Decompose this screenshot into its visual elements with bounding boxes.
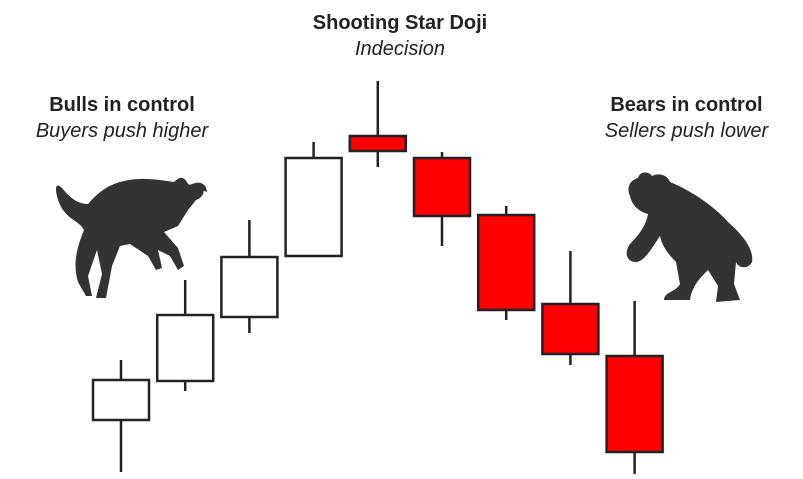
candle-8 xyxy=(541,251,600,365)
candle-6 xyxy=(412,152,472,246)
bull-horn xyxy=(188,182,207,192)
bull-body xyxy=(55,177,204,298)
candle-body xyxy=(91,378,151,422)
candle-body xyxy=(155,313,215,383)
bear-icon xyxy=(626,172,753,302)
bears-subtitle: Sellers push lower xyxy=(604,120,769,142)
bulls-title: Bulls in control xyxy=(49,94,195,116)
bull-icon xyxy=(55,177,207,298)
bears-caption: Bears in control Sellers push lower xyxy=(570,92,803,144)
candle-body xyxy=(284,156,343,258)
candle-2 xyxy=(155,280,215,391)
candle-5 xyxy=(348,81,408,167)
candle-7 xyxy=(476,206,536,320)
candle-body xyxy=(220,255,279,319)
candle-body xyxy=(412,156,472,218)
candle-body xyxy=(348,134,408,153)
bulls-subtitle: Buyers push higher xyxy=(35,120,209,142)
candlestick-sequence xyxy=(91,81,664,474)
bulls-caption: Bulls in control Buyers push higher xyxy=(0,92,244,144)
doji-title: Shooting Star Doji xyxy=(312,12,488,34)
candle-1 xyxy=(91,360,151,472)
doji-subtitle: Indecision xyxy=(354,38,446,60)
bear-body xyxy=(626,172,753,302)
doji-caption: Shooting Star Doji Indecision xyxy=(260,10,540,62)
candle-3 xyxy=(220,220,279,333)
candle-body xyxy=(541,302,600,356)
candle-9 xyxy=(605,301,664,474)
candle-4 xyxy=(284,142,343,258)
bears-title: Bears in control xyxy=(610,94,763,116)
candle-body xyxy=(605,354,664,454)
candle-body xyxy=(476,213,536,312)
